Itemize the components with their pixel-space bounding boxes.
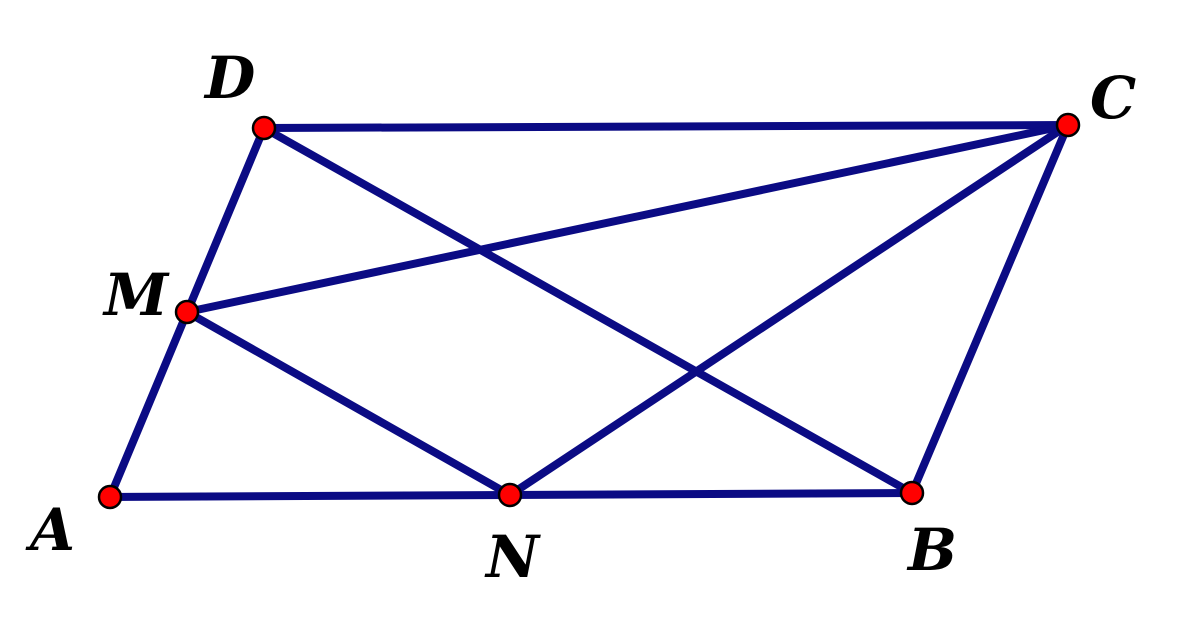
segment-nc [506, 121, 1072, 499]
label-n: N [484, 523, 541, 591]
point-n [497, 482, 523, 508]
point-m [174, 299, 200, 325]
segment-cd [260, 121, 1072, 132]
segment-mn [183, 308, 514, 499]
label-m: M [102, 261, 170, 329]
label-a: A [25, 496, 75, 564]
point-c [1055, 112, 1081, 138]
points-group [97, 112, 1081, 510]
labels-group: D C M A N B [25, 44, 1136, 591]
point-a [97, 484, 123, 510]
label-b: B [906, 516, 957, 584]
point-b [899, 480, 925, 506]
point-d [251, 115, 277, 141]
segment-db [260, 124, 916, 497]
segment-bc [908, 121, 1072, 497]
segment-mc [183, 121, 1072, 316]
label-c: C [1090, 64, 1136, 132]
segments-group [106, 121, 1072, 501]
label-d: D [203, 44, 255, 112]
